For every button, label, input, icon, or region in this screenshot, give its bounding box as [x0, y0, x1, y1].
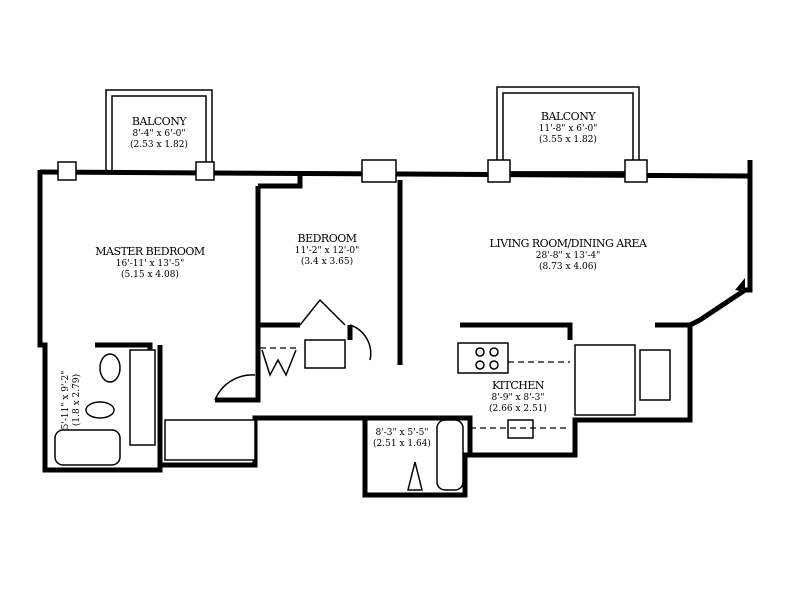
exterior-walls: [37, 159, 753, 498]
label-kitchen: KITCHEN 8'-9" x 8'-3" (2.66 x 2.51): [489, 379, 547, 414]
room-dim-imperial: 8'-3" x 5'-5": [375, 428, 428, 438]
room-dim-imperial: 5'-11" x 9'-2": [61, 371, 71, 430]
label-bath: 8'-3" x 5'-5" (2.51 x 1.64): [373, 428, 431, 449]
room-dim-imperial: 8'-9" x 8'-3": [491, 393, 544, 403]
room-dim-metric: (8.73 x 4.06): [539, 261, 597, 272]
room-dim-imperial: 28'-8" x 13'-4": [536, 251, 600, 261]
room-dim-metric: (1.8 x 2.79): [71, 374, 82, 426]
room-dim-metric: (5.15 x 4.08): [121, 269, 179, 280]
room-name: LIVING ROOM/DINING AREA: [490, 237, 648, 250]
doors: [214, 324, 372, 401]
column: [195, 161, 215, 181]
interior-walls: [95, 176, 690, 465]
column: [57, 161, 77, 181]
room-name: KITCHEN: [492, 379, 545, 392]
room-name: MASTER BEDROOM: [95, 245, 205, 258]
room-name: BALCONY: [132, 115, 187, 128]
column: [624, 159, 648, 183]
label-bedroom: BEDROOM 11'-2" x 12'-0" (3.4 x 3.65): [295, 232, 359, 267]
label-balcony-left: BALCONY 8'-4" x 6'-0" (2.53 x 1.82): [130, 115, 188, 150]
closets: [129, 298, 671, 461]
bath-fixtures: [407, 419, 464, 491]
room-name: BALCONY: [541, 110, 596, 123]
room-name: BEDROOM: [297, 232, 356, 245]
master-bath-fixtures: [54, 353, 121, 466]
label-master-bedroom: MASTER BEDROOM 16'-11' x 13'-5" (5.15 x …: [95, 245, 205, 280]
room-dim-imperial: 11'-8" x 6'-0": [539, 124, 598, 134]
label-master-bath: 5'-11" x 9'-2" (1.8 x 2.79): [61, 371, 82, 430]
column: [487, 159, 511, 183]
balcony-right: [496, 86, 640, 173]
room-dim-imperial: 11'-2" x 12'-0": [295, 246, 359, 256]
room-dim-metric: (3.55 x 1.82): [539, 134, 597, 145]
column: [361, 159, 397, 183]
room-dim-imperial: 16'-11' x 13'-5": [116, 259, 185, 269]
room-dim-metric: (2.51 x 1.64): [373, 438, 431, 449]
room-dim-metric: (2.53 x 1.82): [130, 139, 188, 150]
kitchen-fixtures: [457, 342, 636, 439]
label-living-dining: LIVING ROOM/DINING AREA 28'-8" x 13'-4" …: [490, 237, 649, 272]
column-corner: [735, 278, 745, 292]
room-dim-metric: (3.4 x 3.65): [301, 256, 353, 267]
label-balcony-right: BALCONY 11'-8" x 6'-0" (3.55 x 1.82): [539, 110, 598, 145]
room-dim-metric: (2.66 x 2.51): [489, 403, 547, 414]
room-dim-imperial: 8'-4" x 6'-0": [132, 129, 185, 139]
